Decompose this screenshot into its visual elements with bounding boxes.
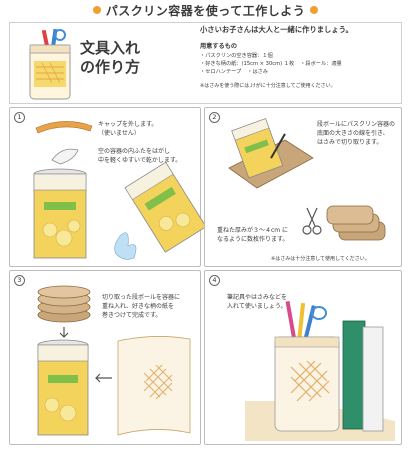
- requirements-row: ・パスクリンの空き容器：１個: [200, 53, 273, 59]
- step-1-panel: 1 キャップを外します。 （使いません） 空の容器の内ふたをはがし 中を軽くゆす…: [9, 107, 207, 267]
- step-4-text: 筆記具やはさみなどを 入れて使いましょう。: [227, 293, 287, 311]
- requirement-scissors: ・はさみ: [247, 69, 268, 75]
- cap-illustration: [35, 121, 93, 134]
- cardboard-tracing-illustration: [228, 118, 314, 189]
- rinsing-can-illustration: [114, 161, 207, 260]
- requirement-tape: ・セロハンテープ: [200, 69, 242, 75]
- left-arrow-icon: [95, 373, 112, 383]
- kids-notice: 小さいお子さんは大人と一緒に作りましょう。: [200, 25, 353, 34]
- step-number: 1: [14, 112, 25, 123]
- cardboard-stack-illustration: [326, 205, 386, 241]
- requirements-heading: 用意するもの: [200, 43, 238, 50]
- pen-cup-illustration: [29, 28, 71, 100]
- page-title: 文具入れ の作り方: [80, 39, 190, 77]
- step-text-line: 重ね入れ、好きな柄の紙を: [102, 303, 175, 310]
- step-number: 3: [14, 275, 25, 286]
- step-2-text-2: 重ねた厚みが３～４cm に なるように数枚作ります。: [217, 226, 288, 244]
- bullet-dot-icon: [310, 6, 319, 14]
- step-text-line: 中を軽くゆすいで乾かします。: [98, 157, 182, 164]
- requirement-cardboard: ・段ボール：適量: [300, 61, 342, 67]
- step-1-text: キャップを外します。 （使いません） 空の容器の内ふたをはがし 中を軽くゆすいで…: [98, 120, 181, 165]
- down-arrow-icon: [59, 327, 69, 338]
- page-title-line1: 文具入れ: [80, 39, 141, 57]
- scissors-icon: [302, 207, 322, 235]
- step-text-line: 重ねた厚みが３～４cm に: [217, 227, 289, 234]
- step-4-panel: 4 筆記具やはさみなどを 入れて使いましょう。: [204, 270, 402, 445]
- scissors-warning: ※はさみを使う際には,けがに十分注意してご使用ください。: [200, 83, 336, 89]
- step-2-note: ※はさみは十分注意して使用してください。: [271, 256, 370, 262]
- step-text-line: キャップを外します。: [98, 121, 158, 128]
- page-title-line2: の作り方: [80, 58, 141, 76]
- step-text-line: はさみで切り取ります。: [317, 139, 383, 146]
- inner-lid-illustration: [51, 148, 79, 165]
- page-header-title: パスクリン容器を使って工作しよう: [105, 3, 306, 18]
- step-number: 4: [209, 275, 220, 286]
- intro-left: 文具入れ の作り方: [10, 23, 196, 103]
- step-text-line: 底面の大きさの線を引き、: [317, 130, 389, 137]
- requirement-paper: ・好きな柄の紙：(15cm × 30cm) １枚: [200, 61, 295, 67]
- requirements-row: ・好きな柄の紙：(15cm × 30cm) １枚・段ボール：適量: [200, 60, 400, 68]
- cardboard-stack-illustration: [37, 285, 91, 323]
- step-2-text: 段ボールにパスクリン容器の 底面の大きさの線を引き、 はさみで切り取ります。: [317, 120, 395, 147]
- intro-right: 小さいお子さんは大人と一緒に作りましょう。 用意するもの ・パスクリンの空き容器…: [200, 25, 400, 103]
- patterned-paper-illustration: [117, 336, 191, 436]
- step-number: 2: [209, 112, 220, 123]
- step-text-line: 段ボールにパスクリン容器の: [317, 121, 396, 128]
- step-text-line: 筆記具やはさみなどを: [227, 294, 288, 301]
- step-text-line: 空の容器の内ふたをはがし: [98, 148, 171, 155]
- finished-pen-cup-illustration: [245, 300, 395, 441]
- can-illustration: [33, 168, 87, 259]
- step-3-text: 切り取った段ボールを容器に 重ね入れ、好きな柄の紙を 巻きつけて完成です。: [102, 293, 180, 320]
- header: パスクリン容器を使って工作しよう: [0, 0, 411, 20]
- can-illustration: [37, 339, 89, 436]
- step-3-panel: 3 切り取った段ボールを容器に 重ね入れ、好きな柄の紙を 巻きつけて完成です。: [9, 270, 201, 445]
- step-text-line: 巻きつけて完成です。: [102, 312, 162, 319]
- step-text-line: （使いません）: [98, 130, 140, 137]
- step-text-line: [98, 138, 181, 147]
- step-text-line: 切り取った段ボールを容器に: [102, 294, 181, 301]
- step-text-line: 入れて使いましょう。: [227, 303, 287, 310]
- step-2-panel: 2 段ボールにパスクリン容器の 底面の大きさの線を引き、 はさみで切り取ります。…: [204, 107, 402, 267]
- bullet-dot-icon: [92, 6, 101, 14]
- intro-box: 文具入れ の作り方 小さいお子さんは大人と一緒に作りましょう。 用意するもの ・…: [9, 22, 402, 104]
- step-text-line: なるように数枚作ります。: [217, 236, 289, 243]
- requirements-row: ・セロハンテープ・はさみ: [200, 68, 400, 76]
